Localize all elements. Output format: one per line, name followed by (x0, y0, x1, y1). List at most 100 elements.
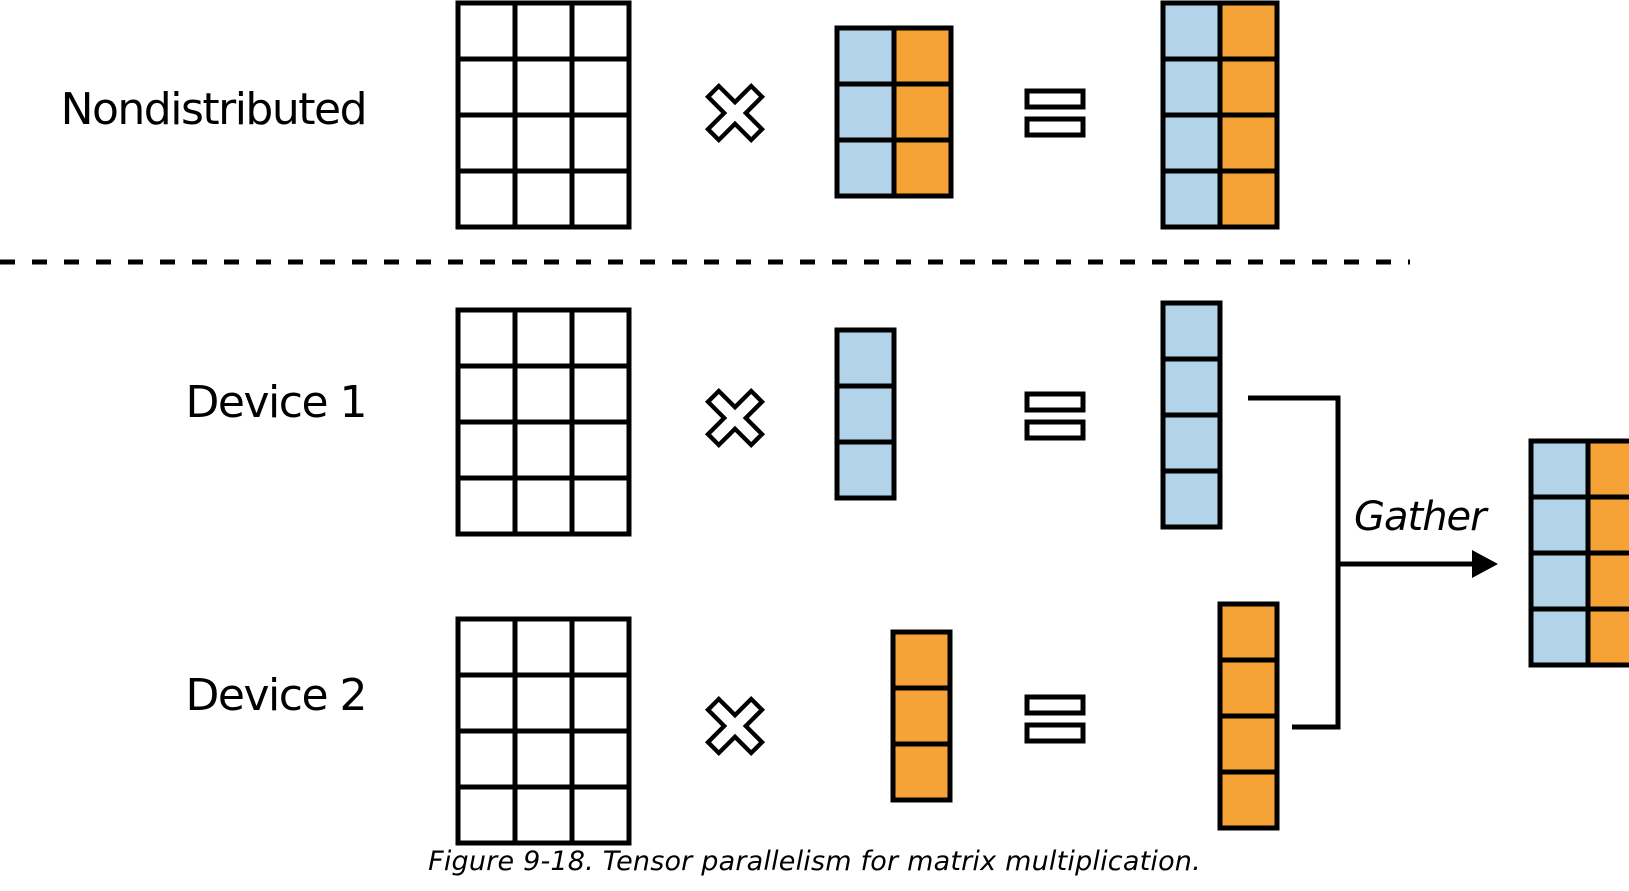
weight-matrix-nondistributed-cell (569, 112, 632, 174)
input-vector-device-2-cell (890, 629, 953, 691)
weight-matrix-device-1-cell (455, 419, 518, 481)
input-matrix-nondistributed-cell (834, 81, 897, 143)
weight-matrix-nondistributed-cell (455, 0, 518, 62)
weight-matrix-device-2-cell (569, 784, 632, 846)
output-matrix-nondistributed-cell (1217, 0, 1280, 62)
output-vector-device-2-cell (1217, 657, 1280, 719)
weight-matrix-device-1 (455, 307, 632, 537)
equals-icon (1024, 694, 1086, 744)
weight-matrix-device-2-cell (455, 728, 518, 790)
equals-icon (1024, 88, 1086, 138)
weight-matrix-nondistributed-cell (569, 56, 632, 118)
weight-matrix-nondistributed (455, 0, 632, 230)
weight-matrix-device-1-cell (512, 475, 575, 537)
weight-matrix-device-2-cell (512, 784, 575, 846)
row-label-nondistributed: Nondistributed (61, 84, 366, 135)
weight-matrix-device-1-cell (512, 363, 575, 425)
output-matrix-nondistributed-cell (1160, 112, 1223, 174)
gathered-output-matrix-cell (1528, 550, 1591, 612)
weight-matrix-device-2 (455, 616, 632, 846)
weight-matrix-nondistributed-cell (455, 168, 518, 230)
gather-label: Gather (1354, 494, 1489, 540)
output-matrix-nondistributed-cell (1217, 56, 1280, 118)
output-vector-device-1 (1160, 300, 1223, 530)
output-matrix-nondistributed-cell (1160, 0, 1223, 62)
input-vector-device-1-cell (834, 439, 897, 501)
equals-icon-bar-bottom (1024, 722, 1086, 744)
output-vector-device-1-cell (1160, 300, 1223, 362)
weight-matrix-nondistributed-cell (512, 168, 575, 230)
output-vector-device-1-cell (1160, 356, 1223, 418)
weight-matrix-device-1-cell (512, 419, 575, 481)
weight-matrix-device-1-cell (512, 307, 575, 369)
output-vector-device-2-cell (1217, 713, 1280, 775)
gathered-output-matrix-cell (1528, 494, 1591, 556)
weight-matrix-device-2-cell (512, 616, 575, 678)
weight-matrix-nondistributed-cell (512, 0, 575, 62)
weight-matrix-nondistributed-cell (512, 112, 575, 174)
input-vector-device-2-cell (890, 741, 953, 803)
weight-matrix-device-2-cell (512, 672, 575, 734)
gathered-output-matrix (1528, 438, 1629, 668)
output-matrix-nondistributed-cell (1217, 112, 1280, 174)
output-vector-device-2-cell (1217, 769, 1280, 831)
multiply-icon (704, 387, 766, 449)
equals-icon-bar-bottom (1024, 116, 1086, 138)
weight-matrix-nondistributed-cell (569, 168, 632, 230)
input-vector-device-1 (834, 327, 897, 501)
weight-matrix-device-2-cell (455, 784, 518, 846)
weight-matrix-device-1-cell (569, 475, 632, 537)
equals-icon-bar-bottom (1024, 419, 1086, 441)
row-label-device-2: Device 2 (186, 670, 366, 721)
input-matrix-nondistributed-cell (891, 25, 954, 87)
weight-matrix-device-1-cell (455, 475, 518, 537)
gathered-output-matrix-cell (1585, 606, 1629, 668)
multiply-icon (704, 695, 766, 757)
weight-matrix-device-1-cell (569, 419, 632, 481)
output-vector-device-2 (1217, 601, 1280, 831)
weight-matrix-device-2-cell (512, 728, 575, 790)
output-matrix-nondistributed-cell (1160, 56, 1223, 118)
gathered-output-matrix-cell (1585, 494, 1629, 556)
input-vector-device-2-cell (890, 685, 953, 747)
weight-matrix-nondistributed-cell (512, 56, 575, 118)
multiply-icon (704, 82, 766, 144)
weight-matrix-device-2-cell (455, 672, 518, 734)
output-matrix-nondistributed (1160, 0, 1280, 230)
input-matrix-nondistributed-cell (891, 81, 954, 143)
row-label-device-1: Device 1 (186, 377, 366, 428)
weight-matrix-nondistributed-cell (569, 0, 632, 62)
weight-matrix-device-2-cell (569, 728, 632, 790)
weight-matrix-device-1-cell (455, 307, 518, 369)
input-matrix-nondistributed-cell (834, 137, 897, 199)
gathered-output-matrix-cell (1528, 606, 1591, 668)
input-matrix-nondistributed (834, 25, 954, 199)
equals-icon (1024, 391, 1086, 441)
input-matrix-nondistributed-cell (891, 137, 954, 199)
input-matrix-nondistributed-cell (834, 25, 897, 87)
figure-caption: Figure 9-18. Tensor parallelism for matr… (428, 846, 1201, 877)
weight-matrix-nondistributed-cell (455, 56, 518, 118)
input-vector-device-1-cell (834, 383, 897, 445)
output-matrix-nondistributed-cell (1160, 168, 1223, 230)
output-matrix-nondistributed-cell (1217, 168, 1280, 230)
weight-matrix-device-2-cell (455, 616, 518, 678)
gathered-output-matrix-cell (1528, 438, 1591, 500)
equals-icon-bar-top (1024, 694, 1086, 716)
weight-matrix-nondistributed-cell (455, 112, 518, 174)
output-vector-device-1-cell (1160, 468, 1223, 530)
weight-matrix-device-1-cell (569, 307, 632, 369)
equals-icon-bar-top (1024, 88, 1086, 110)
gathered-output-matrix-cell (1585, 438, 1629, 500)
gathered-output-matrix-cell (1585, 550, 1629, 612)
equals-icon-bar-top (1024, 391, 1086, 413)
weight-matrix-device-1-cell (455, 363, 518, 425)
input-vector-device-2 (890, 629, 953, 803)
weight-matrix-device-1-cell (569, 363, 632, 425)
input-vector-device-1-cell (834, 327, 897, 389)
gather-arrow-head (1472, 550, 1498, 578)
weight-matrix-device-2-cell (569, 672, 632, 734)
output-vector-device-1-cell (1160, 412, 1223, 474)
output-vector-device-2-cell (1217, 601, 1280, 663)
